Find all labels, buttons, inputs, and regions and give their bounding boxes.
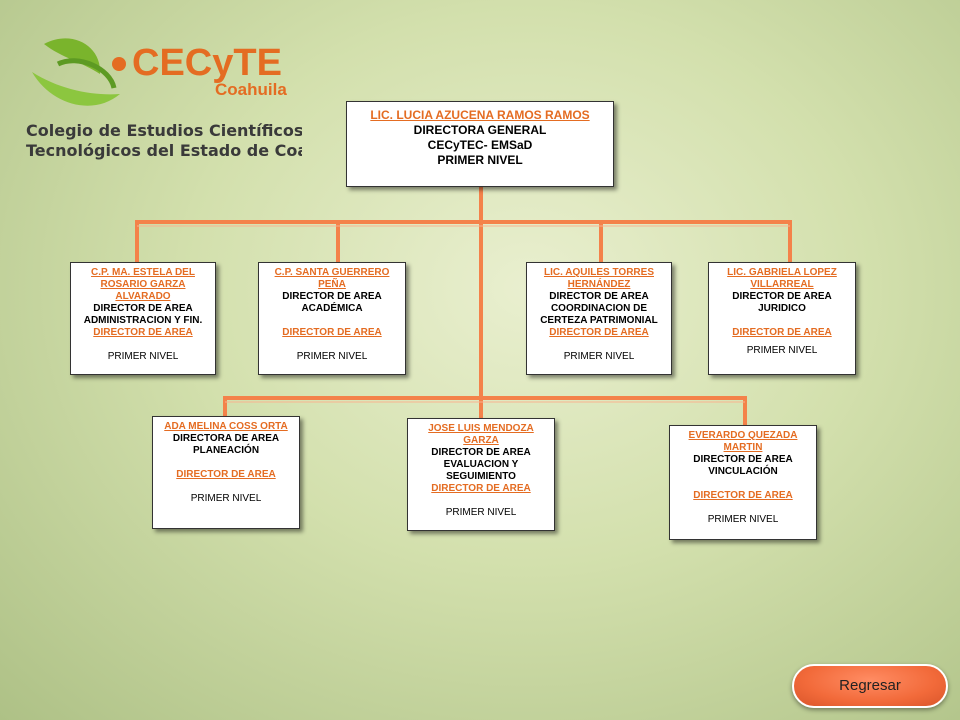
node-role-link[interactable]: DIRECTOR DE AREA bbox=[176, 469, 276, 480]
node-area: PLANEACIÓN bbox=[192, 445, 260, 456]
node-level: PRIMER NIVEL bbox=[563, 351, 635, 362]
node-name[interactable]: C.P. SANTA GUERRERO PEÑA bbox=[274, 267, 390, 290]
director-general-title: DIRECTORA GENERAL bbox=[413, 123, 547, 137]
org-node-juridico: LIC. GABRIELA LOPEZ VILLARREAL DIRECTOR … bbox=[708, 262, 856, 375]
node-area: ACADÉMICA bbox=[301, 303, 363, 314]
org-node-certeza-patrimonial: LIC. AQUILES TORRES HERNÁNDEZ DIRECTOR D… bbox=[526, 262, 672, 375]
node-area: EVALUACION Y bbox=[443, 459, 519, 470]
node-level: PRIMER NIVEL bbox=[296, 351, 368, 362]
svg-text:CECyTE: CECyTE bbox=[132, 42, 282, 84]
node-title: DIRECTOR DE AREA bbox=[431, 447, 531, 458]
back-button[interactable]: Regresar bbox=[792, 664, 948, 708]
director-general-level: PRIMER NIVEL bbox=[437, 153, 523, 167]
org-node-director-general: LIC. LUCIA AZUCENA RAMOS RAMOS DIRECTORA… bbox=[346, 101, 614, 187]
node-role-link[interactable]: DIRECTOR DE AREA bbox=[93, 327, 193, 338]
node-level: PRIMER NIVEL bbox=[707, 514, 779, 525]
node-title: DIRECTOR DE AREA bbox=[693, 454, 793, 465]
node-title: DIRECTOR DE AREA bbox=[549, 291, 649, 302]
cecyte-logo: CECyTE Coahuila Colegio de Estudios Cien… bbox=[26, 38, 302, 160]
org-node-academica: C.P. SANTA GUERRERO PEÑA DIRECTOR DE ARE… bbox=[258, 262, 406, 375]
node-area-2: CERTEZA PATRIMONIAL bbox=[540, 315, 658, 326]
org-node-administracion: C.P. MA. ESTELA DEL ROSARIO GARZA ALVARA… bbox=[70, 262, 216, 375]
node-name[interactable]: LIC. AQUILES TORRES HERNÁNDEZ bbox=[543, 267, 654, 290]
node-name[interactable]: JOSE LUIS MENDOZA GARZA bbox=[428, 423, 534, 446]
node-name[interactable]: LIC. GABRIELA LOPEZ VILLARREAL bbox=[727, 267, 837, 290]
node-name[interactable]: EVERARDO QUEZADA MARTIN bbox=[688, 430, 798, 453]
node-title: DIRECTORA DE AREA bbox=[172, 433, 280, 444]
node-title: DIRECTOR DE AREA bbox=[93, 303, 193, 314]
node-role-link[interactable]: DIRECTOR DE AREA bbox=[549, 327, 649, 338]
node-title: DIRECTOR DE AREA bbox=[732, 291, 832, 302]
node-role-link[interactable]: DIRECTOR DE AREA bbox=[431, 483, 531, 494]
node-name[interactable]: C.P. MA. ESTELA DEL ROSARIO GARZA ALVARA… bbox=[91, 267, 195, 302]
org-node-vinculacion: EVERARDO QUEZADA MARTIN DIRECTOR DE AREA… bbox=[669, 425, 817, 540]
node-role-link[interactable]: DIRECTOR DE AREA bbox=[693, 490, 793, 501]
node-area: JURIDICO bbox=[758, 303, 806, 314]
node-title: DIRECTOR DE AREA bbox=[282, 291, 382, 302]
node-role-link[interactable]: DIRECTOR DE AREA bbox=[732, 327, 832, 338]
node-level: PRIMER NIVEL bbox=[746, 345, 818, 356]
node-area: ADMINISTRACION Y FIN. bbox=[83, 315, 203, 326]
node-name[interactable]: ADA MELINA COSS ORTA bbox=[164, 421, 288, 432]
node-area: VINCULACIÓN bbox=[708, 466, 778, 477]
svg-text:Coahuila: Coahuila bbox=[215, 80, 287, 99]
org-node-planeacion: ADA MELINA COSS ORTA DIRECTORA DE AREA P… bbox=[152, 416, 300, 529]
org-node-evaluacion: JOSE LUIS MENDOZA GARZA DIRECTOR DE AREA… bbox=[407, 418, 555, 531]
director-general-org: CECyTEC- EMSaD bbox=[427, 138, 533, 152]
node-level: PRIMER NIVEL bbox=[445, 507, 517, 518]
node-role-link[interactable]: DIRECTOR DE AREA bbox=[282, 327, 382, 338]
node-level: PRIMER NIVEL bbox=[190, 493, 262, 504]
director-general-name[interactable]: LIC. LUCIA AZUCENA RAMOS RAMOS bbox=[370, 108, 590, 122]
svg-text:Colegio de Estudios Científico: Colegio de Estudios Científicos y bbox=[26, 121, 302, 140]
node-area: COORDINACION DE bbox=[550, 303, 648, 314]
node-area-2: SEGUIMIENTO bbox=[446, 471, 516, 482]
svg-text:Tecnológicos del Estado de Coa: Tecnológicos del Estado de Coahuila bbox=[26, 141, 302, 160]
node-level: PRIMER NIVEL bbox=[107, 351, 179, 362]
